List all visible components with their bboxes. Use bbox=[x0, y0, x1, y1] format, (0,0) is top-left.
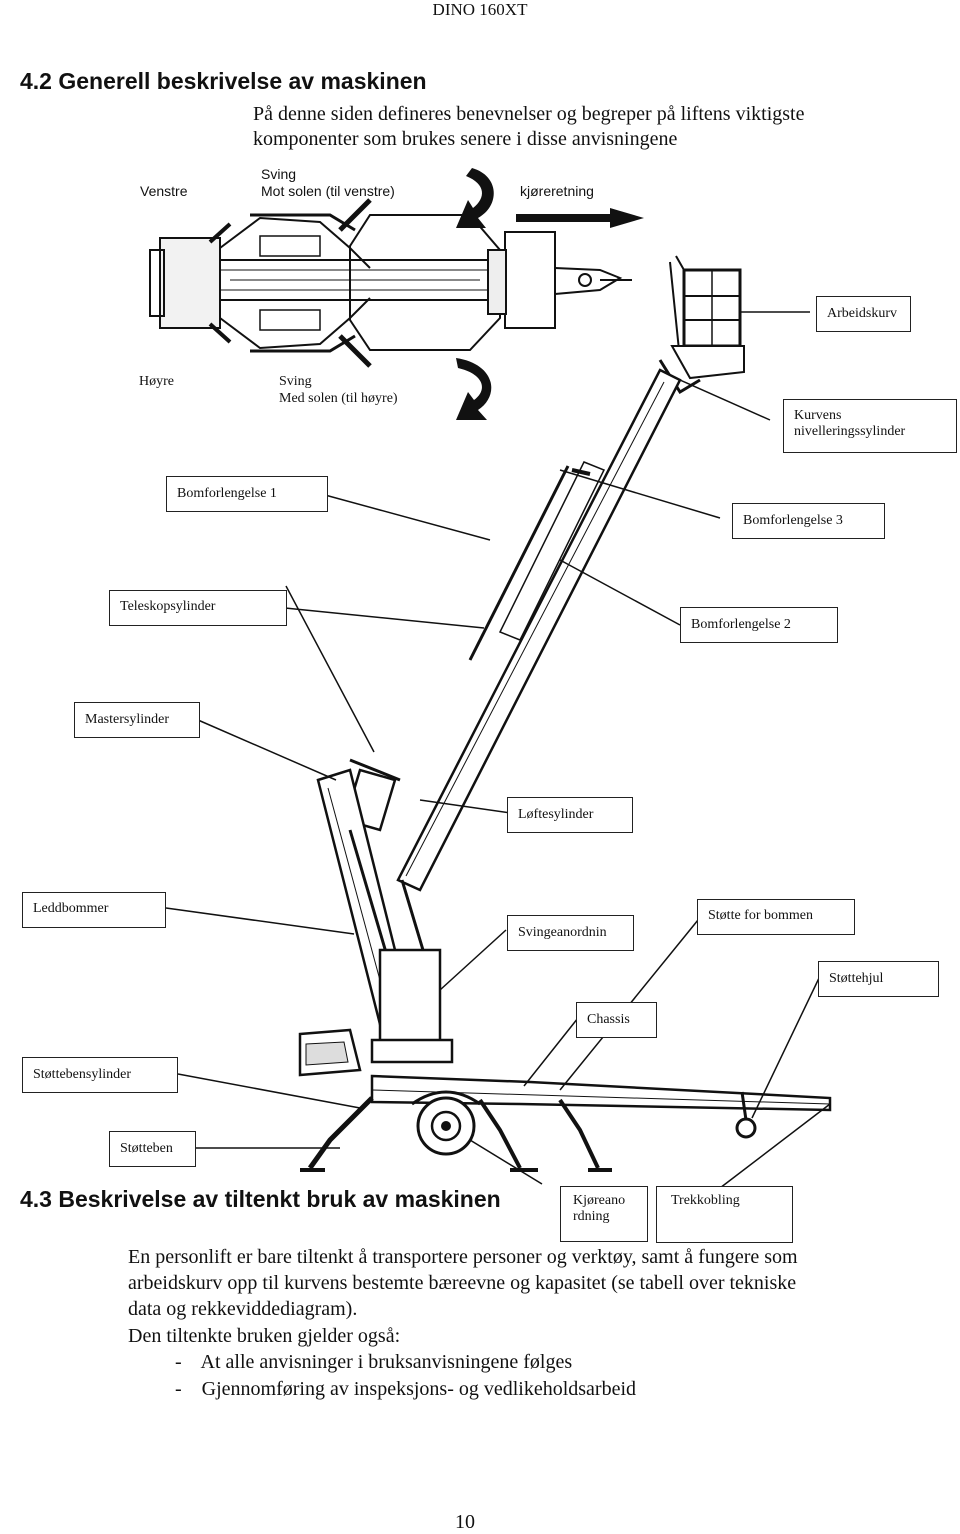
label-stotteben: Støtteben bbox=[109, 1131, 196, 1167]
bullet-1: - At alle anvisninger i bruksanvisningen… bbox=[175, 1351, 573, 1373]
label-venstre: Venstre bbox=[140, 183, 188, 199]
body-line-1: En personlift er bare tiltenkt å transpo… bbox=[128, 1246, 798, 1268]
label-direction: kjøreretning bbox=[520, 183, 594, 199]
label-hoyre: Høyre bbox=[139, 374, 174, 389]
label-kjoreanordning: Kjøreano rdning bbox=[560, 1186, 648, 1242]
label-leddbommer: Leddbommer bbox=[22, 892, 166, 928]
label-chassis: Chassis bbox=[576, 1002, 657, 1038]
body-line-3: data og rekkeviddediagram). bbox=[128, 1298, 358, 1320]
label-kurvens-line1: Kurvens bbox=[794, 408, 842, 423]
page-header: DINO 160XT bbox=[432, 0, 528, 19]
bullet-2: - Gjennomføring av inspeksjons- og vedli… bbox=[175, 1378, 637, 1400]
label-mastersylinder: Mastersylinder bbox=[74, 702, 200, 738]
label-arbeidskurv: Arbeidskurv bbox=[816, 296, 911, 332]
label-kurvens-line2: nivelleringssylinder bbox=[794, 424, 906, 439]
label-turn-right-2: Med solen (til høyre) bbox=[279, 391, 398, 406]
label-stottehjul: Støttehjul bbox=[818, 961, 939, 997]
label-bomforlengelse-1: Bomforlengelse 1 bbox=[166, 476, 328, 512]
label-turn-left-1: Sving bbox=[261, 166, 297, 182]
section-4-2-title: 4.2 Generell beskrivelse av maskinen bbox=[20, 68, 427, 94]
intro-line-2: komponenter som brukes senere i disse an… bbox=[253, 128, 678, 150]
label-bomforlengelse-3: Bomforlengelse 3 bbox=[732, 503, 885, 539]
label-stottebensylinder: Støttebensylinder bbox=[22, 1057, 178, 1093]
label-kjoreanordning-line1: Kjøreano bbox=[573, 1193, 626, 1208]
turn-right-arrow-icon bbox=[456, 358, 492, 420]
body-line-2: arbeidskurv opp til kurvens bestemte bær… bbox=[128, 1272, 797, 1294]
leader-lines bbox=[165, 311, 831, 1189]
label-turn-right-1: Sving bbox=[279, 374, 312, 389]
direction-arrow-icon bbox=[516, 208, 644, 228]
intro-line-1: På denne siden defineres benevnelser og … bbox=[253, 103, 805, 125]
label-teleskopsylinder: Teleskopsylinder bbox=[109, 590, 287, 626]
turn-left-arrow-icon bbox=[456, 168, 494, 228]
side-view-machine bbox=[298, 255, 832, 1172]
label-stotte-for-bommen: Støtte for bommen bbox=[697, 899, 855, 935]
label-kjoreanordning-line2: rdning bbox=[573, 1209, 610, 1224]
label-loftesylinder: Løftesylinder bbox=[507, 797, 633, 833]
label-svingeanordnin: Svingeanordnin bbox=[507, 915, 634, 951]
page-number: 10 bbox=[455, 1511, 475, 1533]
top-view-machine bbox=[149, 198, 632, 368]
section-4-3-title: 4.3 Beskrivelse av tiltenkt bruk av mask… bbox=[20, 1186, 501, 1212]
body-line-4: Den tiltenkte bruken gjelder også: bbox=[128, 1325, 401, 1347]
label-bomforlengelse-2: Bomforlengelse 2 bbox=[680, 607, 838, 643]
label-turn-left-2: Mot solen (til venstre) bbox=[261, 183, 395, 199]
label-kurvens-nivelleringssylinder: Kurvens nivelleringssylinder bbox=[783, 399, 957, 453]
label-trekkobling: Trekkobling bbox=[656, 1186, 793, 1243]
